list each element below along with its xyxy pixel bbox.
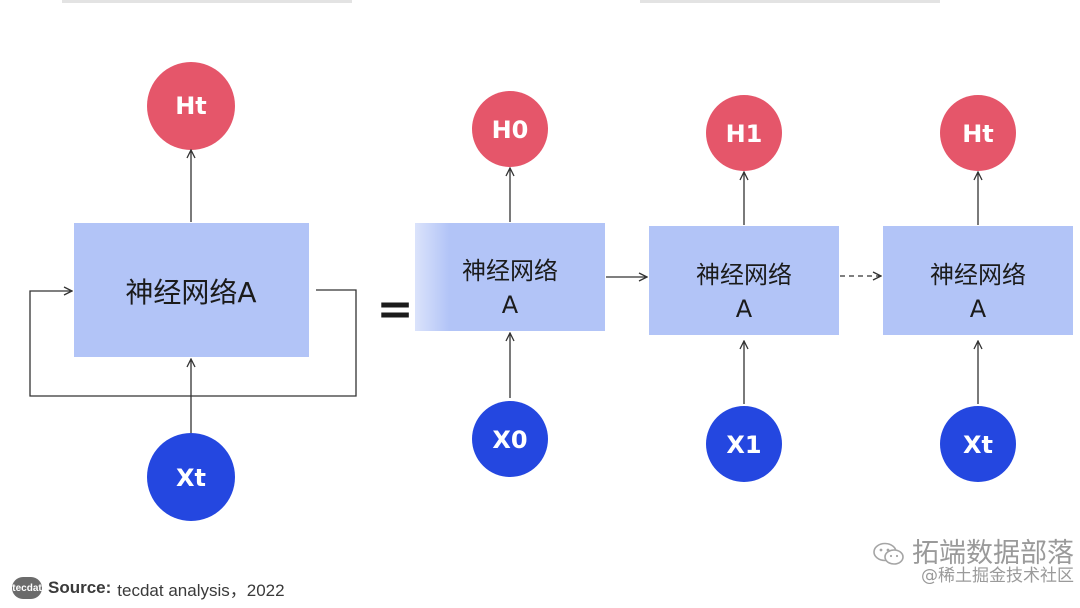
source-text: tecdat analysis，2022 [117,580,285,600]
unrolled-step-0: H0 神经网络 A X0 [415,91,605,477]
neural-network-box-0 [415,223,605,331]
neural-network-box-1 [649,226,839,335]
output-node-ht-unrolled-label: Ht [962,120,994,148]
input-node-xt-unrolled-label: Xt [963,431,993,459]
output-node-h1-label: H1 [726,120,763,148]
box-0-label-line2: A [502,291,519,319]
wechat-icon [873,542,904,565]
neural-network-box-folded-label: 神经网络A [125,276,256,309]
box-1-label-line1: 神经网络 [696,261,792,289]
input-node-x1-label: X1 [726,431,761,459]
neural-network-box-2 [883,226,1073,335]
folded-rnn: Ht 神经网络A Xt [29,62,357,521]
watermark: 拓端数据部落 @稀土掘金技术社区 [872,538,1074,587]
recurrent-loop-arrow [29,290,357,397]
input-node-xt [147,433,235,521]
watermark-subtitle: @稀土掘金技术社区 [921,566,1074,587]
input-node-xt-label: Xt [176,464,206,492]
top-divider-left [62,0,352,3]
input-node-x0 [472,401,548,477]
output-node-h0 [472,91,548,167]
unrolled-step-2: Ht 神经网络 A Xt [883,95,1073,482]
equals-sign: = [377,284,414,335]
box-0-label-line1: 神经网络 [462,257,558,285]
box-2-label-line1: 神经网络 [930,261,1026,289]
output-node-ht-unrolled [940,95,1016,171]
input-node-xt-unrolled [940,406,1016,482]
source-footer: tecdat Source: tecdat analysis，2022 [12,576,285,600]
input-node-x1 [706,406,782,482]
output-node-ht-label: Ht [175,92,207,120]
box-2-label-line2: A [970,295,987,323]
watermark-title: 拓端数据部落 [912,538,1074,569]
output-node-ht [147,62,235,150]
neural-network-box-folded [74,223,309,357]
source-label: Source: [48,578,112,597]
top-divider-right [640,0,940,3]
output-node-h1 [706,95,782,171]
unrolled-step-1: H1 神经网络 A X1 [649,95,839,482]
box-1-label-line2: A [736,295,753,323]
input-node-x0-label: X0 [492,426,527,454]
tecdat-logo: tecdat [12,577,42,599]
output-node-h0-label: H0 [492,116,529,144]
